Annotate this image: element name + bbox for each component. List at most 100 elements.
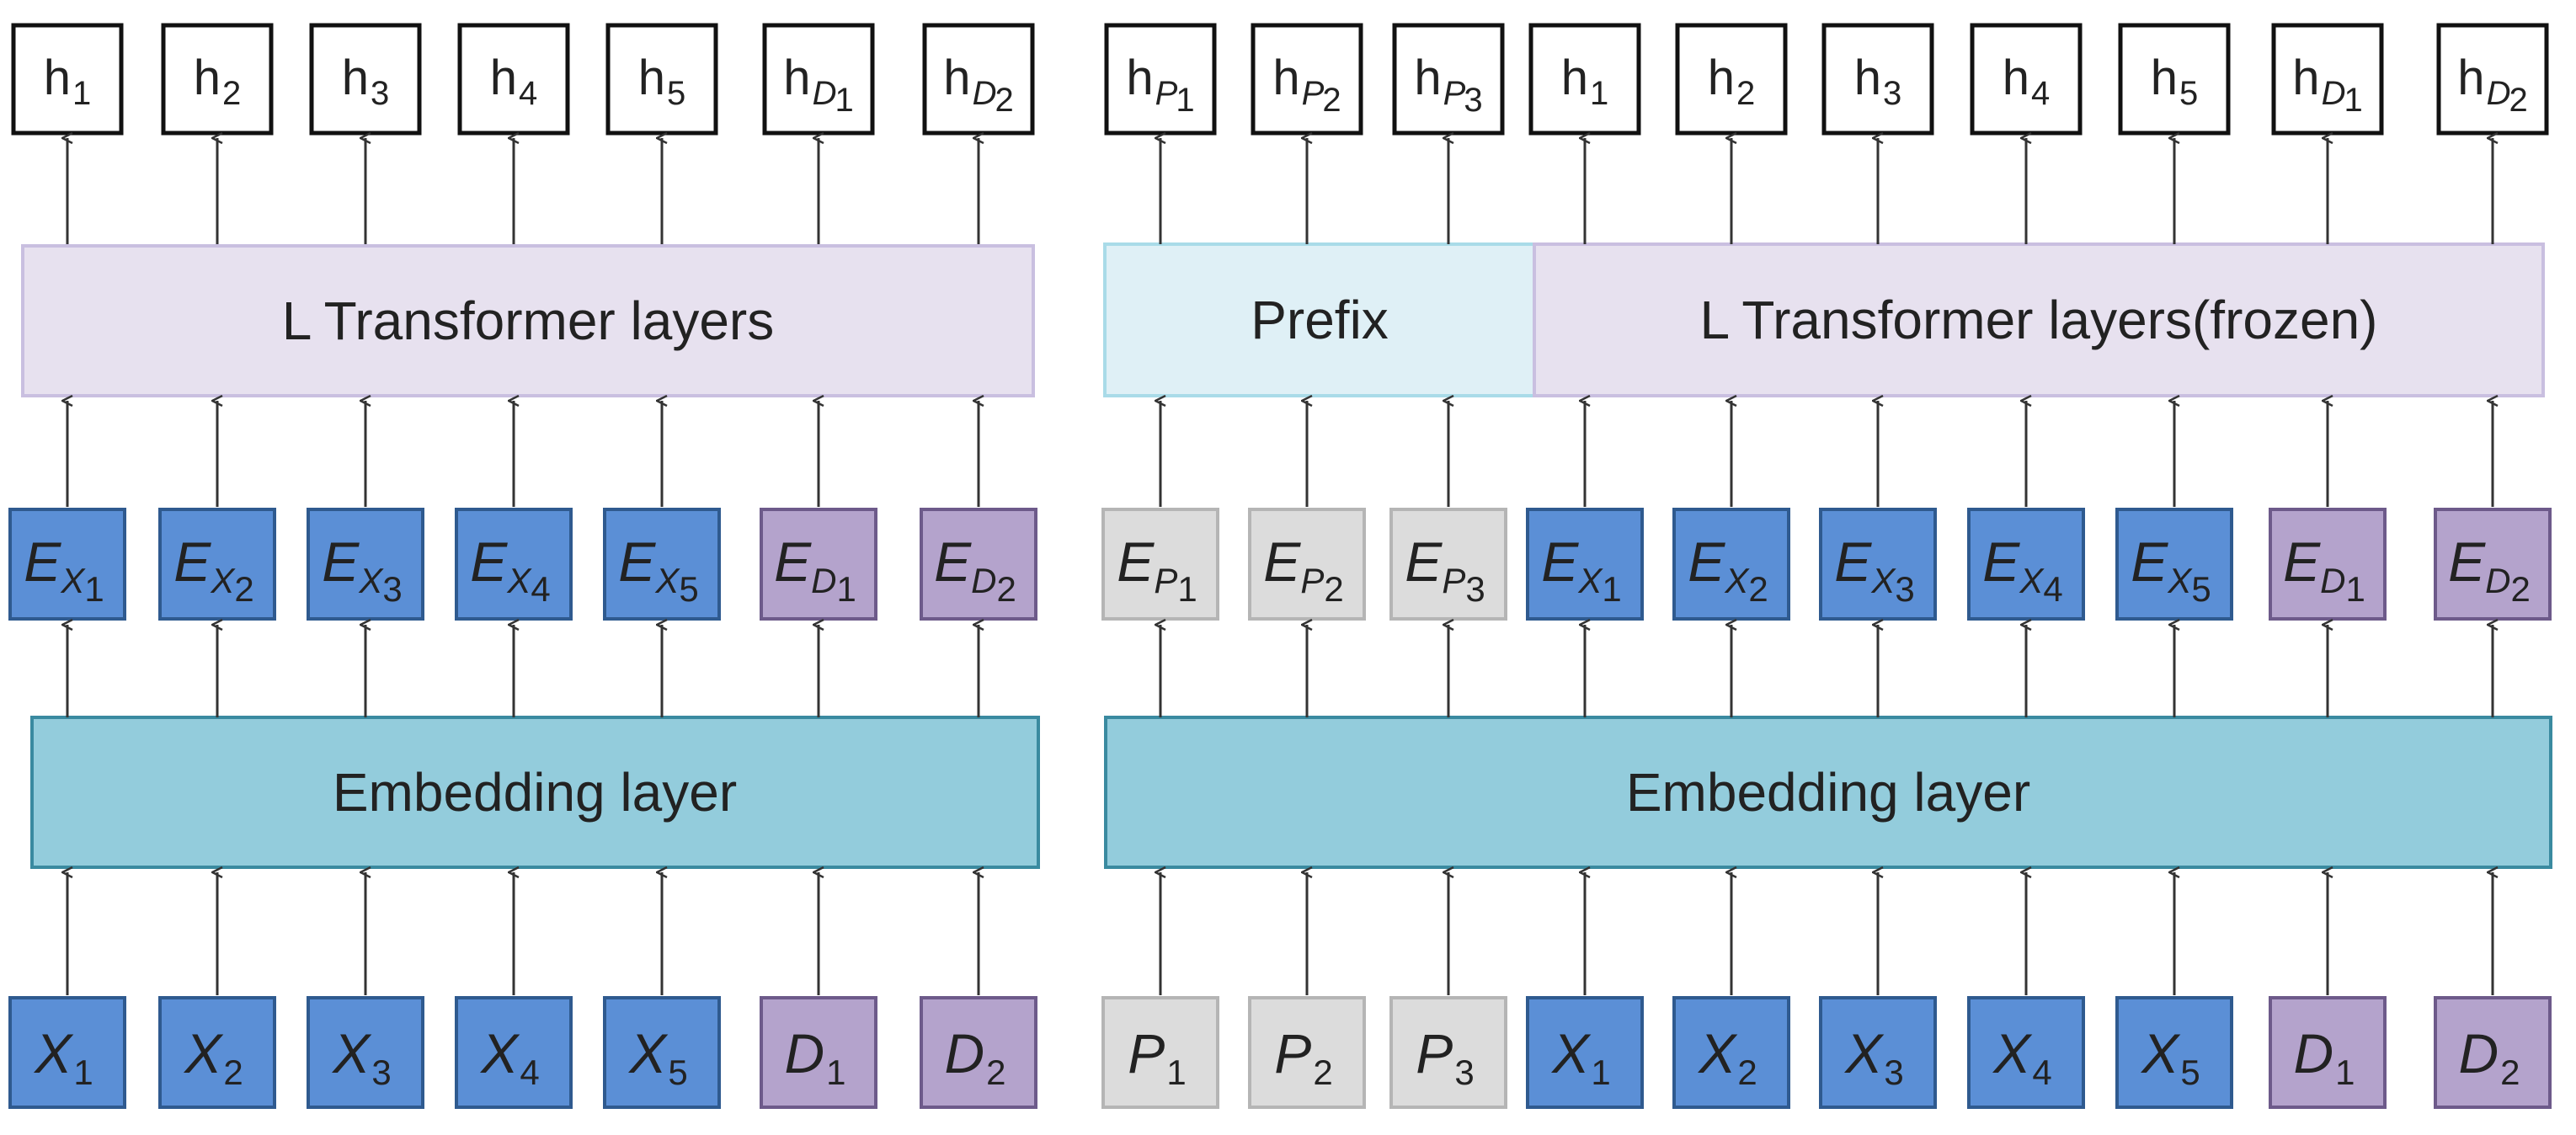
token-label-part: E bbox=[1405, 530, 1443, 593]
token-label-part: X bbox=[479, 1022, 520, 1084]
right-input-token-box bbox=[2269, 996, 2387, 1109]
token-label-part: X bbox=[33, 1022, 74, 1084]
right-input-token-label: P3 bbox=[1416, 1022, 1474, 1092]
token-label-part: 1 bbox=[1602, 569, 1621, 609]
token-label-part: 1 bbox=[1166, 1052, 1186, 1092]
token-label-part: 1 bbox=[73, 1052, 93, 1092]
token-label-part: D bbox=[2293, 1022, 2333, 1084]
left-input-token-label: X1 bbox=[33, 1022, 93, 1092]
token-label-part: D bbox=[2487, 75, 2511, 112]
token-label-part: 2 bbox=[234, 569, 253, 609]
left-output-h-label: h2 bbox=[194, 51, 242, 112]
left-embedding-token-label: EX3 bbox=[322, 530, 402, 609]
token-label-part: 2 bbox=[2511, 569, 2531, 609]
token-label-part: X bbox=[183, 1022, 224, 1084]
left-input-token-box bbox=[8, 996, 126, 1109]
right-embedding-label: Embedding layer bbox=[1626, 762, 2030, 823]
token-label-part: X bbox=[2019, 561, 2045, 600]
token-label-part: 3 bbox=[1884, 1052, 1903, 1092]
token-label-part: D bbox=[944, 1022, 984, 1084]
token-label-part: P bbox=[1274, 1022, 1311, 1084]
left-embedding-token-label: EX5 bbox=[618, 530, 698, 609]
left-embedding-token-box bbox=[158, 508, 276, 621]
token-label-part: P bbox=[1128, 1022, 1165, 1084]
token-label-part: D bbox=[971, 561, 996, 600]
token-label-part: h bbox=[2457, 51, 2484, 105]
token-label-part: 1 bbox=[837, 569, 856, 609]
token-label-part: X bbox=[358, 561, 384, 600]
right-embedding-token-label: EP3 bbox=[1405, 530, 1485, 609]
right-input-token-label: X2 bbox=[1697, 1022, 1757, 1092]
right-input-token-box bbox=[1526, 996, 1644, 1109]
left-embedding-label: Embedding layer bbox=[333, 762, 737, 823]
token-label-part: X bbox=[1992, 1022, 2033, 1084]
token-label-part: h bbox=[2003, 51, 2029, 105]
left-input-token-box bbox=[920, 996, 1037, 1109]
token-label-part: P bbox=[1155, 75, 1178, 112]
right-input-token-label: D1 bbox=[2293, 1022, 2355, 1092]
token-label-part: E bbox=[1541, 530, 1579, 593]
token-label-part: E bbox=[934, 530, 972, 593]
token-label-part: 3 bbox=[1464, 82, 1482, 119]
token-label-part: D bbox=[2458, 1022, 2499, 1084]
left-output-h-label: h1 bbox=[44, 51, 92, 112]
token-label-part: h bbox=[490, 51, 517, 105]
right-output-h-label: hD2 bbox=[2457, 51, 2527, 119]
left-embedding-token-label: ED1 bbox=[774, 530, 856, 609]
right-output-h-box bbox=[1392, 23, 1505, 136]
token-label-part: h bbox=[44, 51, 71, 105]
token-label-part: h bbox=[783, 51, 810, 105]
left-embedding-layer bbox=[30, 716, 1040, 869]
token-label-part: X bbox=[2140, 1022, 2181, 1084]
right-input-token-box bbox=[1672, 996, 1790, 1109]
right-embedding-token-box bbox=[1819, 508, 1937, 621]
right-embedding-token-label: EX2 bbox=[1688, 530, 1768, 609]
right-embedding-token-label: ED2 bbox=[2448, 530, 2531, 609]
token-label-part: X bbox=[2167, 561, 2193, 600]
token-label-part: 2 bbox=[997, 569, 1016, 609]
token-label-part: E bbox=[2131, 530, 2168, 593]
token-label-part: 2 bbox=[1737, 1052, 1757, 1092]
token-label-part: X bbox=[1843, 1022, 1885, 1084]
token-label-part: P bbox=[1302, 75, 1325, 112]
right-input-token-label: P1 bbox=[1128, 1022, 1186, 1092]
token-label-part: P bbox=[1442, 561, 1465, 600]
token-label-part: 1 bbox=[835, 82, 853, 119]
left-input-token-label: X5 bbox=[627, 1022, 687, 1092]
left-output-h-box bbox=[922, 23, 1035, 136]
token-label-part: X bbox=[627, 1022, 669, 1084]
token-label-part: h bbox=[638, 51, 665, 105]
token-label-part: X bbox=[654, 561, 680, 600]
token-label-part: X bbox=[1577, 561, 1603, 600]
right-input-token-box bbox=[1101, 996, 1219, 1109]
right-input-token-label: X4 bbox=[1992, 1022, 2051, 1092]
token-label-part: X bbox=[506, 561, 532, 600]
right-output-h-label: hP3 bbox=[1414, 51, 1482, 119]
token-label-part: 5 bbox=[2179, 75, 2198, 112]
token-label-part: 2 bbox=[223, 1052, 243, 1092]
right-embedding-layer bbox=[1104, 716, 2552, 869]
token-label-part: 5 bbox=[668, 1052, 687, 1092]
right-output-h-box bbox=[2271, 23, 2384, 136]
token-label-part: 1 bbox=[826, 1052, 845, 1092]
token-label-part: h bbox=[2151, 51, 2178, 105]
right-output-h-label: h5 bbox=[2151, 51, 2199, 112]
token-label-part: 2 bbox=[995, 82, 1013, 119]
token-label-part: E bbox=[1834, 530, 1872, 593]
token-columns: h1EX1X1h2EX2X2h3EX3X3h4EX4X4h5EX5X5hD1ED… bbox=[8, 23, 2552, 1109]
token-label-part: h bbox=[2292, 51, 2319, 105]
left-output-h-label: h5 bbox=[638, 51, 686, 112]
token-label-part: E bbox=[24, 530, 61, 593]
left-input-token-label: X3 bbox=[331, 1022, 391, 1092]
prefix-layer bbox=[1103, 242, 1536, 397]
left-embedding-token-label: EX1 bbox=[24, 530, 104, 609]
token-label-part: 5 bbox=[667, 75, 685, 112]
token-label-part: E bbox=[1117, 530, 1155, 593]
left-input-token-box bbox=[603, 996, 721, 1109]
token-label-part: h bbox=[342, 51, 369, 105]
right-embedding-token-box bbox=[1101, 508, 1219, 621]
token-label-part: 5 bbox=[679, 569, 698, 609]
token-label-part: D bbox=[813, 75, 837, 112]
token-label-part: X bbox=[210, 561, 236, 600]
right-output-h-label: h3 bbox=[1854, 51, 1902, 112]
